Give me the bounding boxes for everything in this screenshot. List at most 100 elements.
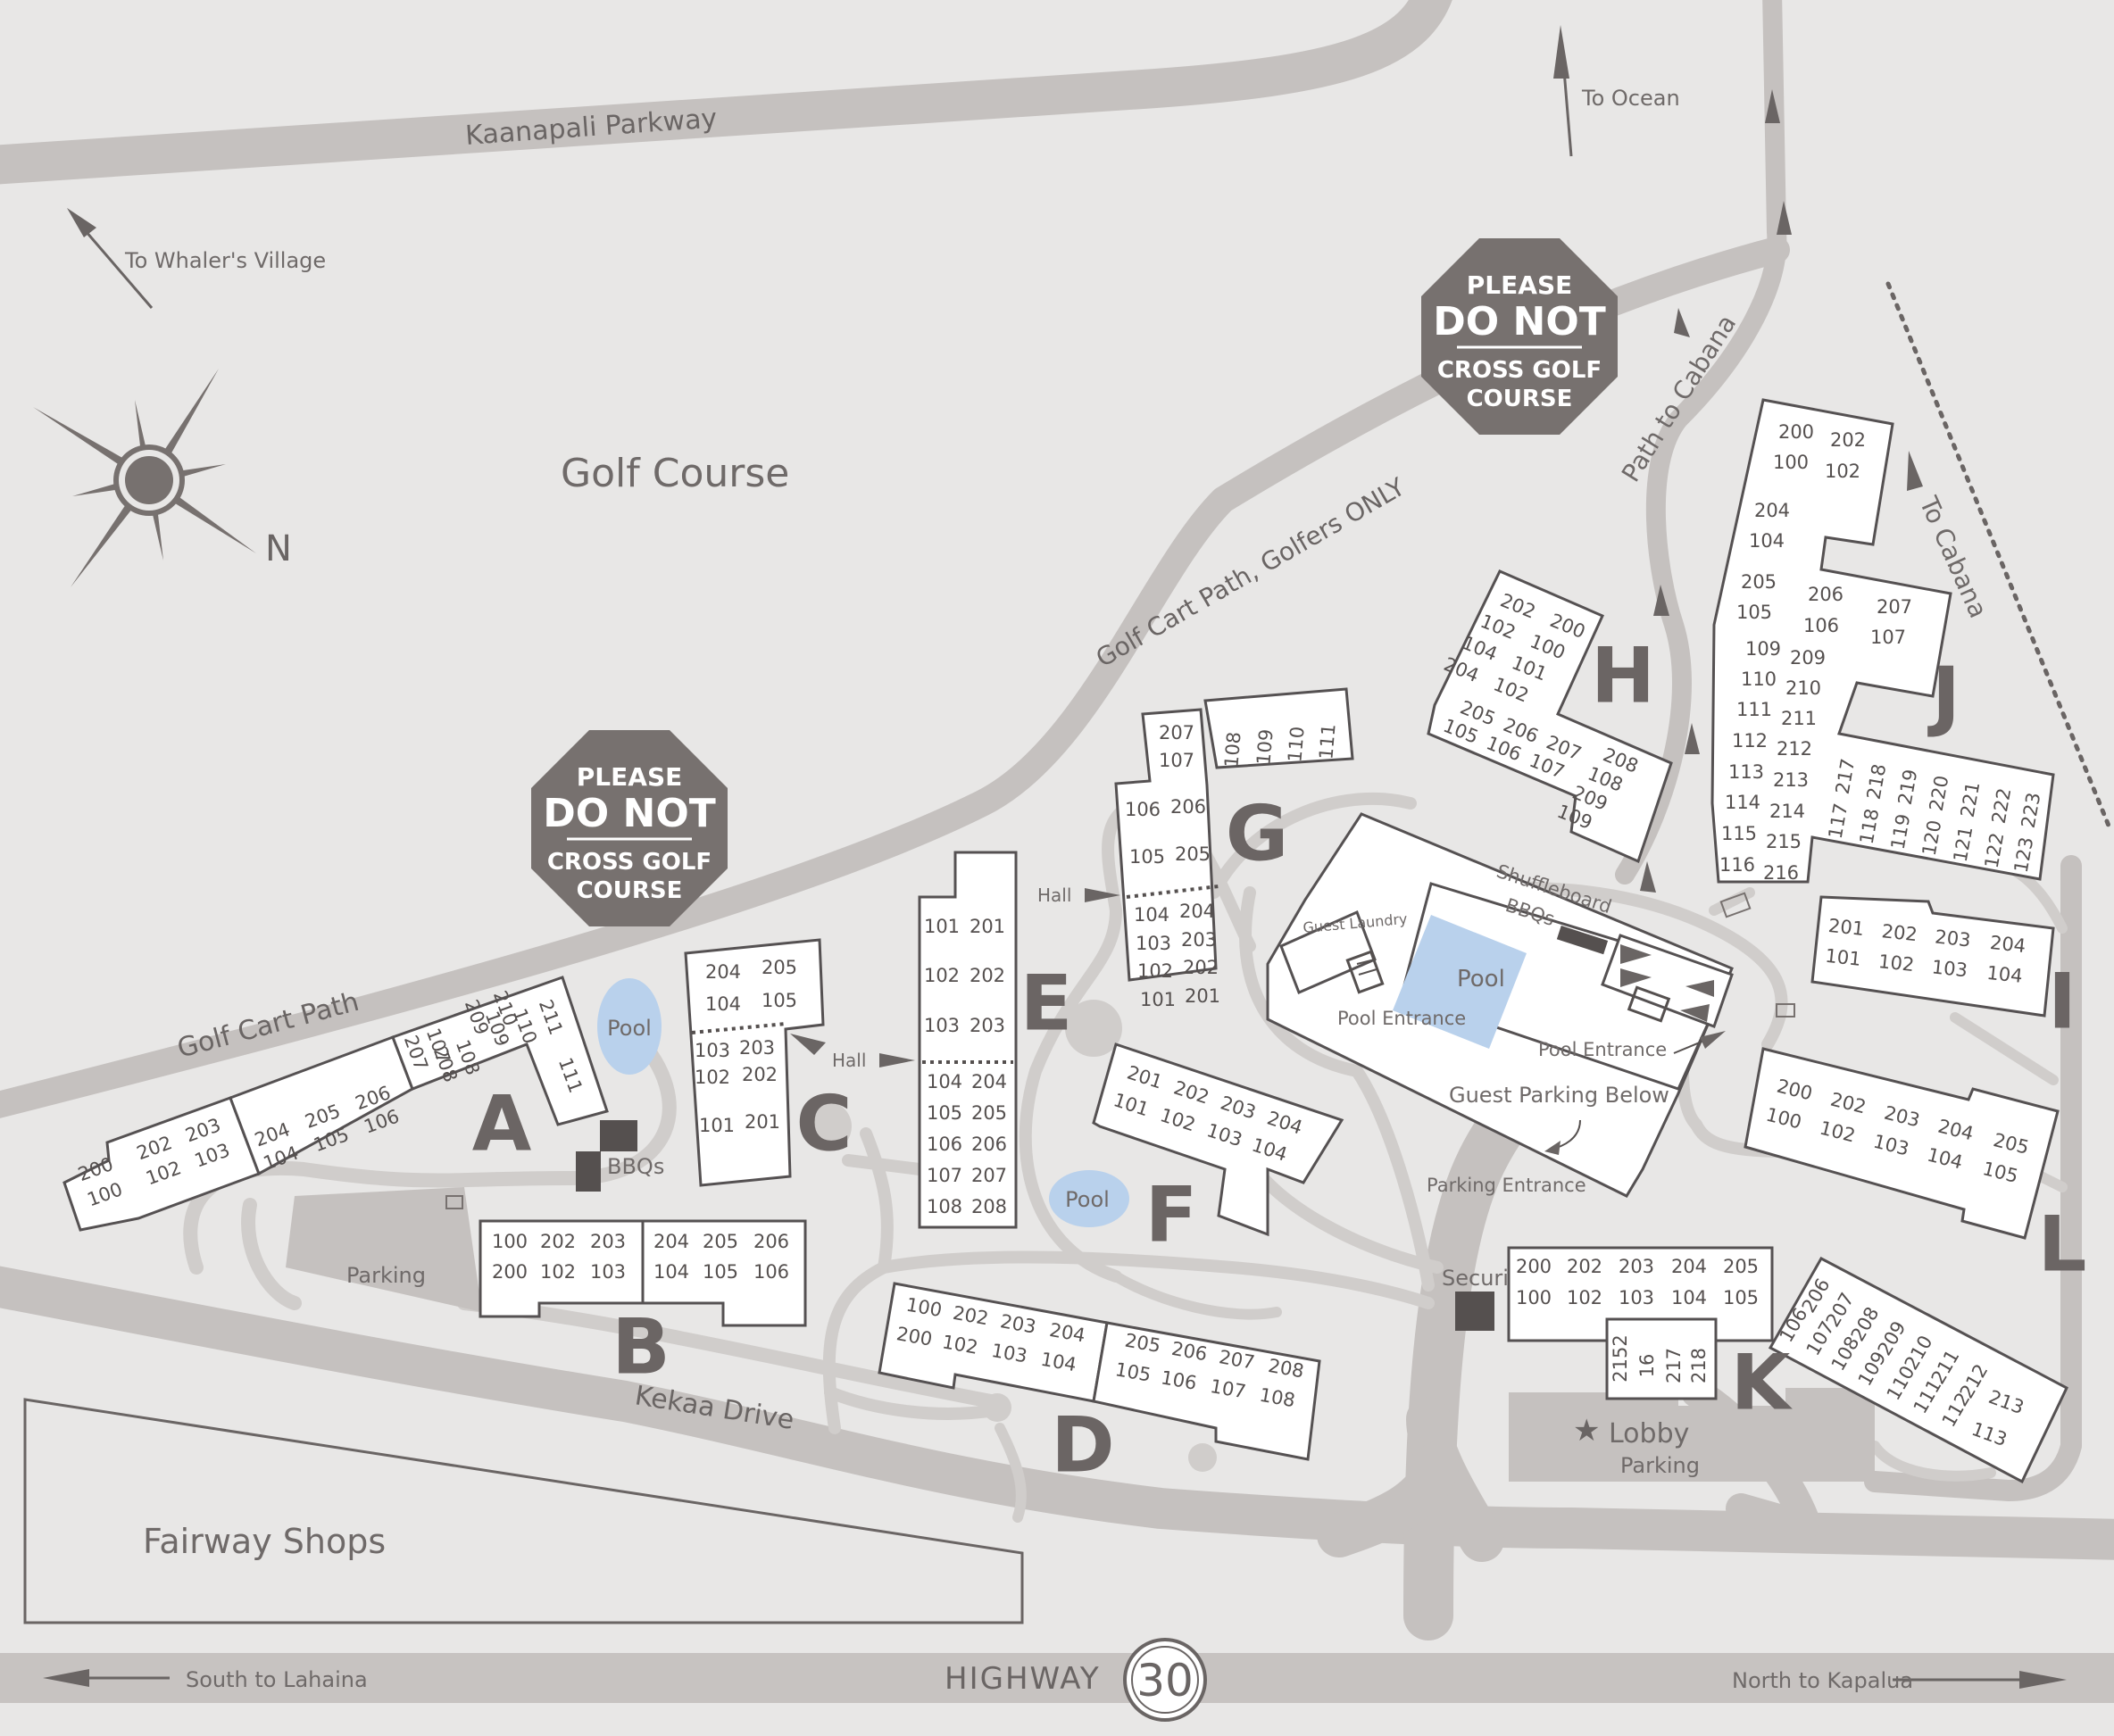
sign-course: COURSE: [577, 877, 683, 904]
fairway-shops: Fairway Shops: [23, 1398, 1024, 1624]
unit: 210: [1785, 677, 1821, 699]
unit: 107: [1870, 627, 1906, 648]
unit: 203: [970, 1015, 1005, 1036]
unit: 108: [1220, 731, 1244, 768]
unit: 206: [971, 1134, 1007, 1155]
building-e[interactable]: 101 201 102 202 103 203 104 204 105 205 …: [918, 851, 1072, 1229]
unit: 105: [703, 1261, 738, 1283]
building-l[interactable]: 200 100 202 102 203 103 204 104 205 105 …: [1744, 1047, 2086, 1484]
unit: 105: [1736, 602, 1772, 623]
building-j[interactable]: 200 202 100 102 204 104 205 105 206 106 …: [1710, 398, 2055, 884]
unit: 110: [1284, 726, 1308, 763]
building-d[interactable]: 100 200 202 102 203 103 204 104 205 105 …: [878, 1282, 1321, 1490]
unit: 105: [1723, 1287, 1759, 1308]
pool-complex[interactable]: Pool Guest Laundry Shuffleboard BBQs Poo…: [1266, 812, 1734, 1198]
unit: 201: [745, 1111, 780, 1133]
north-direction: North to Kapalua: [1732, 1668, 1913, 1693]
unit: 116: [1719, 854, 1755, 876]
hall-label: Hall: [1037, 885, 1071, 906]
unit: 202: [540, 1231, 576, 1252]
unit: 200: [1778, 421, 1814, 443]
unit: 104: [1134, 904, 1169, 926]
ocean-direction: To Ocean: [1553, 25, 1680, 157]
unit: 206: [1170, 796, 1206, 818]
building-c[interactable]: 204 205 104 105 103 203 102 202 101 201 …: [684, 938, 853, 1187]
fairway-shops-label: Fairway Shops: [143, 1522, 386, 1561]
hall-g: Hall: [1037, 885, 1120, 906]
compass-rose: N: [33, 369, 292, 587]
building-f-letter: F: [1145, 1170, 1198, 1259]
unit: 203: [1181, 929, 1217, 951]
unit: 103: [1931, 956, 1968, 981]
main-pool-label: Pool: [1457, 966, 1505, 993]
building-i[interactable]: 201 101 202 102 203 103 204 104 I: [1810, 895, 2077, 1046]
unit: 102: [1877, 951, 1915, 976]
unit: 201: [1185, 985, 1220, 1007]
unit: 109: [1253, 728, 1277, 766]
sign-do-not: DO NOT: [1433, 299, 1606, 345]
unit: 103: [695, 1040, 730, 1061]
to-ocean-label: To Ocean: [1581, 86, 1680, 111]
unit: 102: [695, 1067, 730, 1088]
unit: 201: [1827, 915, 1865, 940]
highway-30: HIGHWAY 30 South to Lahaina North to Kap…: [43, 1638, 2067, 1722]
unit: 205: [703, 1231, 738, 1252]
lobby-parking: Parking ★ Lobby: [1509, 1388, 1875, 1482]
unit: 106: [1803, 615, 1839, 636]
unit: 212: [1777, 738, 1812, 760]
pool-a: Pool: [597, 978, 662, 1075]
unit: 16: [1636, 1354, 1658, 1378]
hall-label: Hall: [832, 1050, 866, 1071]
lobby-parking-label: Parking: [1620, 1453, 1700, 1478]
hall-e: [879, 1053, 915, 1067]
do-not-cross-sign-east: PLEASE DO NOT CROSS GOLF COURSE: [1421, 238, 1618, 435]
hall-c: Hall: [790, 1034, 866, 1071]
unit: 201: [970, 916, 1005, 937]
building-a[interactable]: 200 100 202 102 203 103 204 104 205 105 …: [62, 976, 609, 1232]
unit: 108: [927, 1196, 962, 1217]
unit: 211: [1781, 708, 1817, 729]
unit: 103: [1136, 933, 1171, 954]
unit: 200: [1516, 1256, 1552, 1277]
steps: [445, 892, 1795, 1209]
unit: 205: [1741, 571, 1777, 593]
building-g[interactable]: 207 107 106 206 105 205 104 204 103 203 …: [1114, 687, 1354, 1010]
unit: 208: [971, 1196, 1007, 1217]
building-h-letter: H: [1591, 631, 1655, 720]
building-h[interactable]: 202 200 102 100 104 101 204 102 205 105 …: [1427, 569, 1673, 864]
building-b[interactable]: 100 200 202 102 203 103 204 104 205 105 …: [479, 1219, 807, 1391]
unit: 114: [1725, 792, 1760, 813]
pool-label: Pool: [1065, 1187, 1110, 1212]
unit: 200: [492, 1261, 528, 1283]
south-direction: South to Lahaina: [186, 1667, 368, 1692]
unit: 218: [1688, 1348, 1710, 1383]
unit: 202: [1881, 920, 1918, 945]
unit: 100: [1516, 1287, 1552, 1308]
lobby-label: Lobby: [1609, 1418, 1689, 1449]
unit: 206: [1808, 584, 1844, 605]
unit: 103: [1619, 1287, 1654, 1308]
highway-label: HIGHWAY: [945, 1661, 1101, 1697]
pool-label: Pool: [607, 1016, 652, 1041]
unit: 204: [1989, 932, 2027, 957]
building-f[interactable]: 201 101 202 102 203 103 204 104 F: [1092, 1042, 1344, 1259]
unit: 207: [1877, 596, 1912, 618]
unit: 202: [970, 965, 1005, 986]
unit: 203: [590, 1231, 626, 1252]
unit: 207: [1159, 722, 1194, 743]
unit: 111: [1736, 699, 1772, 720]
building-g-letter: G: [1226, 789, 1289, 878]
unit: 104: [705, 993, 741, 1015]
sign-course: COURSE: [1467, 386, 1573, 412]
unit: 105: [762, 990, 797, 1011]
pool-entrance-left-label: Pool Entrance: [1337, 1008, 1466, 1029]
unit: 104: [1749, 530, 1785, 552]
building-k[interactable]: 200 100 202 102 203 103 204 104 205 105 …: [1507, 1246, 1794, 1427]
unit: 109: [1745, 638, 1781, 660]
unit: 202: [1830, 429, 1866, 451]
unit: 206: [753, 1231, 789, 1252]
unit: 204: [705, 961, 741, 983]
unit: 203: [1619, 1256, 1654, 1277]
unit: 113: [1728, 761, 1764, 783]
parking-label: Parking: [346, 1263, 426, 1288]
